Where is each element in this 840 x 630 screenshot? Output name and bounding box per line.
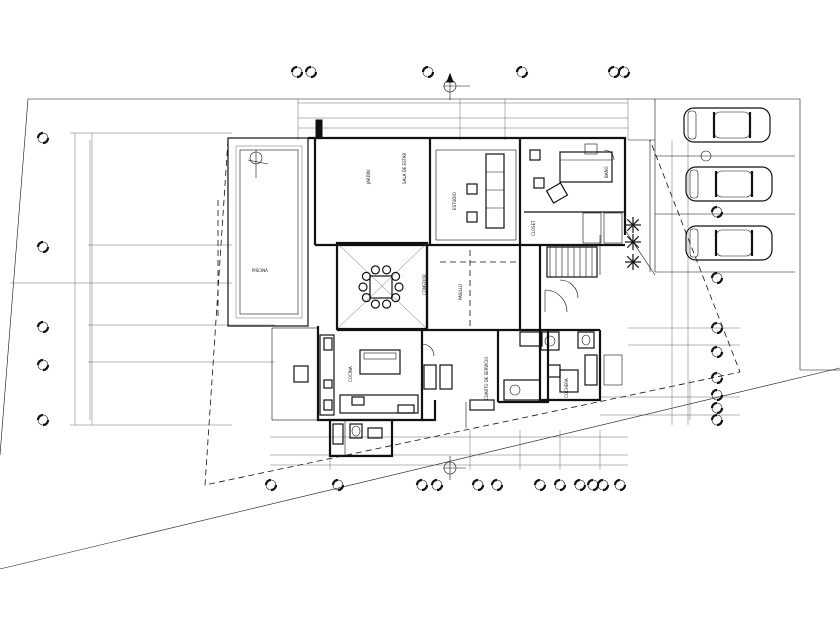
axis-bubble-icon — [471, 478, 485, 492]
axis-bubble-icon — [710, 345, 724, 359]
corridor-label: PASILLO — [458, 284, 463, 300]
closet-label: CLOSET — [531, 220, 536, 236]
axis-bubble-icon — [573, 478, 587, 492]
axis-bubble-icon — [586, 478, 600, 492]
axis-bubble-icon — [617, 65, 631, 79]
axis-bubble-icon — [331, 478, 345, 492]
axis-bubble-icon — [304, 65, 318, 79]
car-icon — [685, 166, 773, 202]
planters — [625, 217, 641, 270]
planter — [625, 217, 641, 233]
axis-bubble-icon — [710, 205, 724, 219]
dining-chair — [391, 293, 401, 303]
service-area: CUARTO DE SERVICIO — [465, 331, 561, 428]
dining-chair — [391, 271, 401, 281]
garage — [624, 99, 795, 276]
axis-bubble-icon — [710, 271, 724, 285]
planter — [625, 254, 641, 270]
dining-chair — [370, 299, 380, 309]
axis-bubble-icon — [36, 358, 50, 372]
study-label: ESTUDIO — [452, 192, 457, 210]
stairs — [546, 235, 601, 278]
axis-bubble-icon — [613, 478, 627, 492]
axis-bubble-icon — [553, 478, 567, 492]
axis-bubble-icon — [710, 321, 724, 335]
lower-bath — [332, 423, 383, 445]
axis-bubble-icon — [36, 240, 50, 254]
axis-bubble-icon — [710, 413, 724, 427]
kitchen: COCINA — [293, 334, 453, 416]
dining-chair — [394, 282, 404, 292]
right-baths: COCHERA — [540, 331, 623, 398]
axis-bubble-icon — [515, 65, 529, 79]
dimension-lines — [10, 99, 740, 470]
dimension-text — [89, 140, 691, 420]
house-walls — [271, 119, 627, 458]
dining-label: COMEDOR — [422, 274, 427, 295]
dining-chair — [361, 271, 371, 281]
north-arrow-icon — [443, 72, 470, 100]
axis-bubble-icon — [710, 371, 724, 385]
setback-outline — [204, 139, 741, 486]
north-arrow-icon — [443, 456, 466, 480]
dining-chair — [382, 265, 392, 275]
garage-label: COCHERA — [564, 378, 569, 398]
dining-room: COMEDOR — [336, 242, 428, 330]
pool-label: PISCINA — [252, 268, 268, 273]
axis-bubble-icon — [36, 320, 50, 334]
axis-bubble-icon — [533, 478, 547, 492]
laundry-label: CUARTO DE SERVICIO — [484, 357, 489, 400]
axis-bubble-icon — [710, 388, 724, 402]
dining-chair — [361, 293, 371, 303]
car-icon — [683, 107, 771, 143]
axis-bubble-icon — [430, 478, 444, 492]
kitchen-label: COCINA — [348, 366, 353, 382]
site-boundary — [0, 98, 840, 570]
garden-label: JARDIN — [366, 170, 371, 185]
axis-bubble-icon — [490, 478, 504, 492]
dining-chair — [382, 299, 392, 309]
corridor: PASILLO — [440, 250, 579, 330]
axis-bubble-icon — [710, 401, 724, 415]
axis-bubble-icon — [415, 478, 429, 492]
pool-area: PISCINA — [217, 137, 309, 327]
axis-bubble-icon — [421, 65, 435, 79]
axis-bubble-icon — [36, 413, 50, 427]
axis-bubble-icon — [36, 131, 50, 145]
axis-bubble-icon — [596, 478, 610, 492]
family-label: SALA DE ESTAR — [402, 153, 407, 184]
dining-chair — [370, 265, 380, 275]
bath-label: BAÑO — [604, 166, 609, 178]
dining-chair — [358, 282, 368, 292]
master-bedroom: CLOSET BAÑO — [524, 143, 625, 244]
planter — [625, 234, 641, 250]
room-study: JARDIN SALA DE ESTAR ESTUDIO — [366, 149, 517, 241]
car-icon — [685, 225, 773, 261]
axis-bubble-icon — [290, 65, 304, 79]
axis-bubble-icon — [607, 65, 621, 79]
axis-bubbles — [36, 65, 724, 492]
axis-bubble-icon — [264, 478, 278, 492]
